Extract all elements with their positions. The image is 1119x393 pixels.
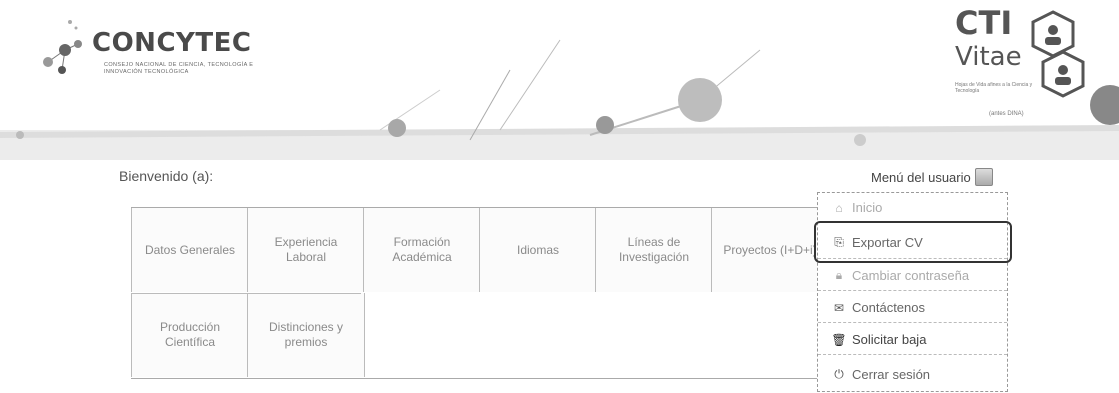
welcome-text: Bienvenido (a): [119, 168, 214, 184]
section-label: Distinciones y premios [268, 320, 344, 349]
user-dropdown-menu: ⌂ Inicio ⎘ Exportar CV 🔒︎ Cambiar contra… [817, 192, 1008, 392]
section-label: Experiencia Laboral [274, 235, 338, 264]
trash-icon: 🗑︎ [831, 332, 847, 347]
menu-item-label: Contáctenos [852, 300, 925, 315]
section-distinciones-premios[interactable]: Distinciones y premios [247, 293, 365, 377]
header-banner: CONCYTEC CONSEJO NACIONAL DE CIENCIA, TE… [0, 0, 1119, 160]
ctivitae-logo: CTI Vitae Hojas de Vida afines a la Cien… [945, 2, 1095, 152]
section-label: Proyectos (I+D+i) [723, 242, 817, 257]
exportar-cv-highlight [814, 221, 1012, 263]
section-experiencia-laboral[interactable]: Experiencia Laboral [247, 208, 365, 292]
hexagon-user-icon [1031, 10, 1085, 98]
menu-item-label: Cerrar sesión [852, 366, 931, 382]
section-label: Idiomas [516, 242, 560, 257]
section-datos-generales[interactable]: Datos Generales [131, 208, 249, 292]
section-proyectos[interactable]: Proyectos (I+D+i) [711, 208, 829, 292]
molecule-decoration [0, 39, 1119, 160]
section-formacion-academica[interactable]: Formación Académica [363, 208, 481, 292]
section-label: Formación Académica [392, 235, 452, 264]
menu-item-label: Exportar CV [852, 235, 923, 250]
menu-item-inicio[interactable]: ⌂ Inicio [818, 193, 1007, 223]
menu-item-contactenos[interactable]: ✉ Contáctenos [818, 293, 1007, 323]
section-lineas-investigacion[interactable]: Líneas de Investigación [595, 208, 713, 292]
grid-row-divider [131, 293, 361, 294]
section-idiomas[interactable]: Idiomas [479, 208, 597, 292]
menu-item-solicitar-baja[interactable]: 🗑︎ Solicitar baja [818, 325, 1007, 355]
logo-subtitle-2: (antes DINA) [989, 111, 1024, 117]
export-icon: ⎘ [834, 235, 844, 249]
menu-item-cambiar-contrasena[interactable]: 🔒︎ Cambiar contraseña [818, 261, 1007, 291]
lock-icon: 🔒︎ [835, 268, 843, 282]
menu-item-cerrar-sesion[interactable]: ⏻ Cerrar sesión [818, 359, 1007, 389]
user-menu-label: Menú del usuario [871, 169, 971, 185]
logo-vitae-text: Vitae [955, 42, 1022, 72]
section-label: Líneas de Investigación [618, 235, 690, 264]
mail-icon: ✉ [833, 300, 845, 315]
concytec-brand-text: CONCYTEC [92, 28, 252, 58]
section-grid: Datos Generales Experiencia Laboral Form… [131, 207, 841, 379]
menu-item-label: Cambiar contraseña [852, 268, 970, 283]
menu-item-label: Solicitar baja [852, 332, 927, 347]
section-label: Datos Generales [144, 242, 236, 257]
menu-item-exportar-cv[interactable]: ⎘ Exportar CV [818, 227, 1007, 259]
concytec-emblem-icon [43, 20, 82, 74]
concytec-tagline: CONSEJO NACIONAL DE CIENCIA, TECNOLOGÍA … [104, 62, 254, 75]
logo-subtitle: Hojas de Vida afines a la Ciencia y Tecn… [955, 82, 1033, 94]
section-produccion-cientifica[interactable]: Producción Científica [131, 293, 249, 377]
section-label: Producción Científica [159, 320, 221, 349]
logo-cti-text: CTI [955, 4, 1013, 42]
user-menu-toggle[interactable]: Menú del usuario [871, 168, 993, 186]
menu-icon [974, 168, 993, 186]
home-icon: ⌂ [835, 200, 843, 215]
power-icon: ⏻ [834, 366, 844, 381]
menu-item-label: Inicio [852, 200, 883, 215]
concytec-logo: CONCYTEC CONSEJO NACIONAL DE CIENCIA, TE… [40, 10, 290, 90]
